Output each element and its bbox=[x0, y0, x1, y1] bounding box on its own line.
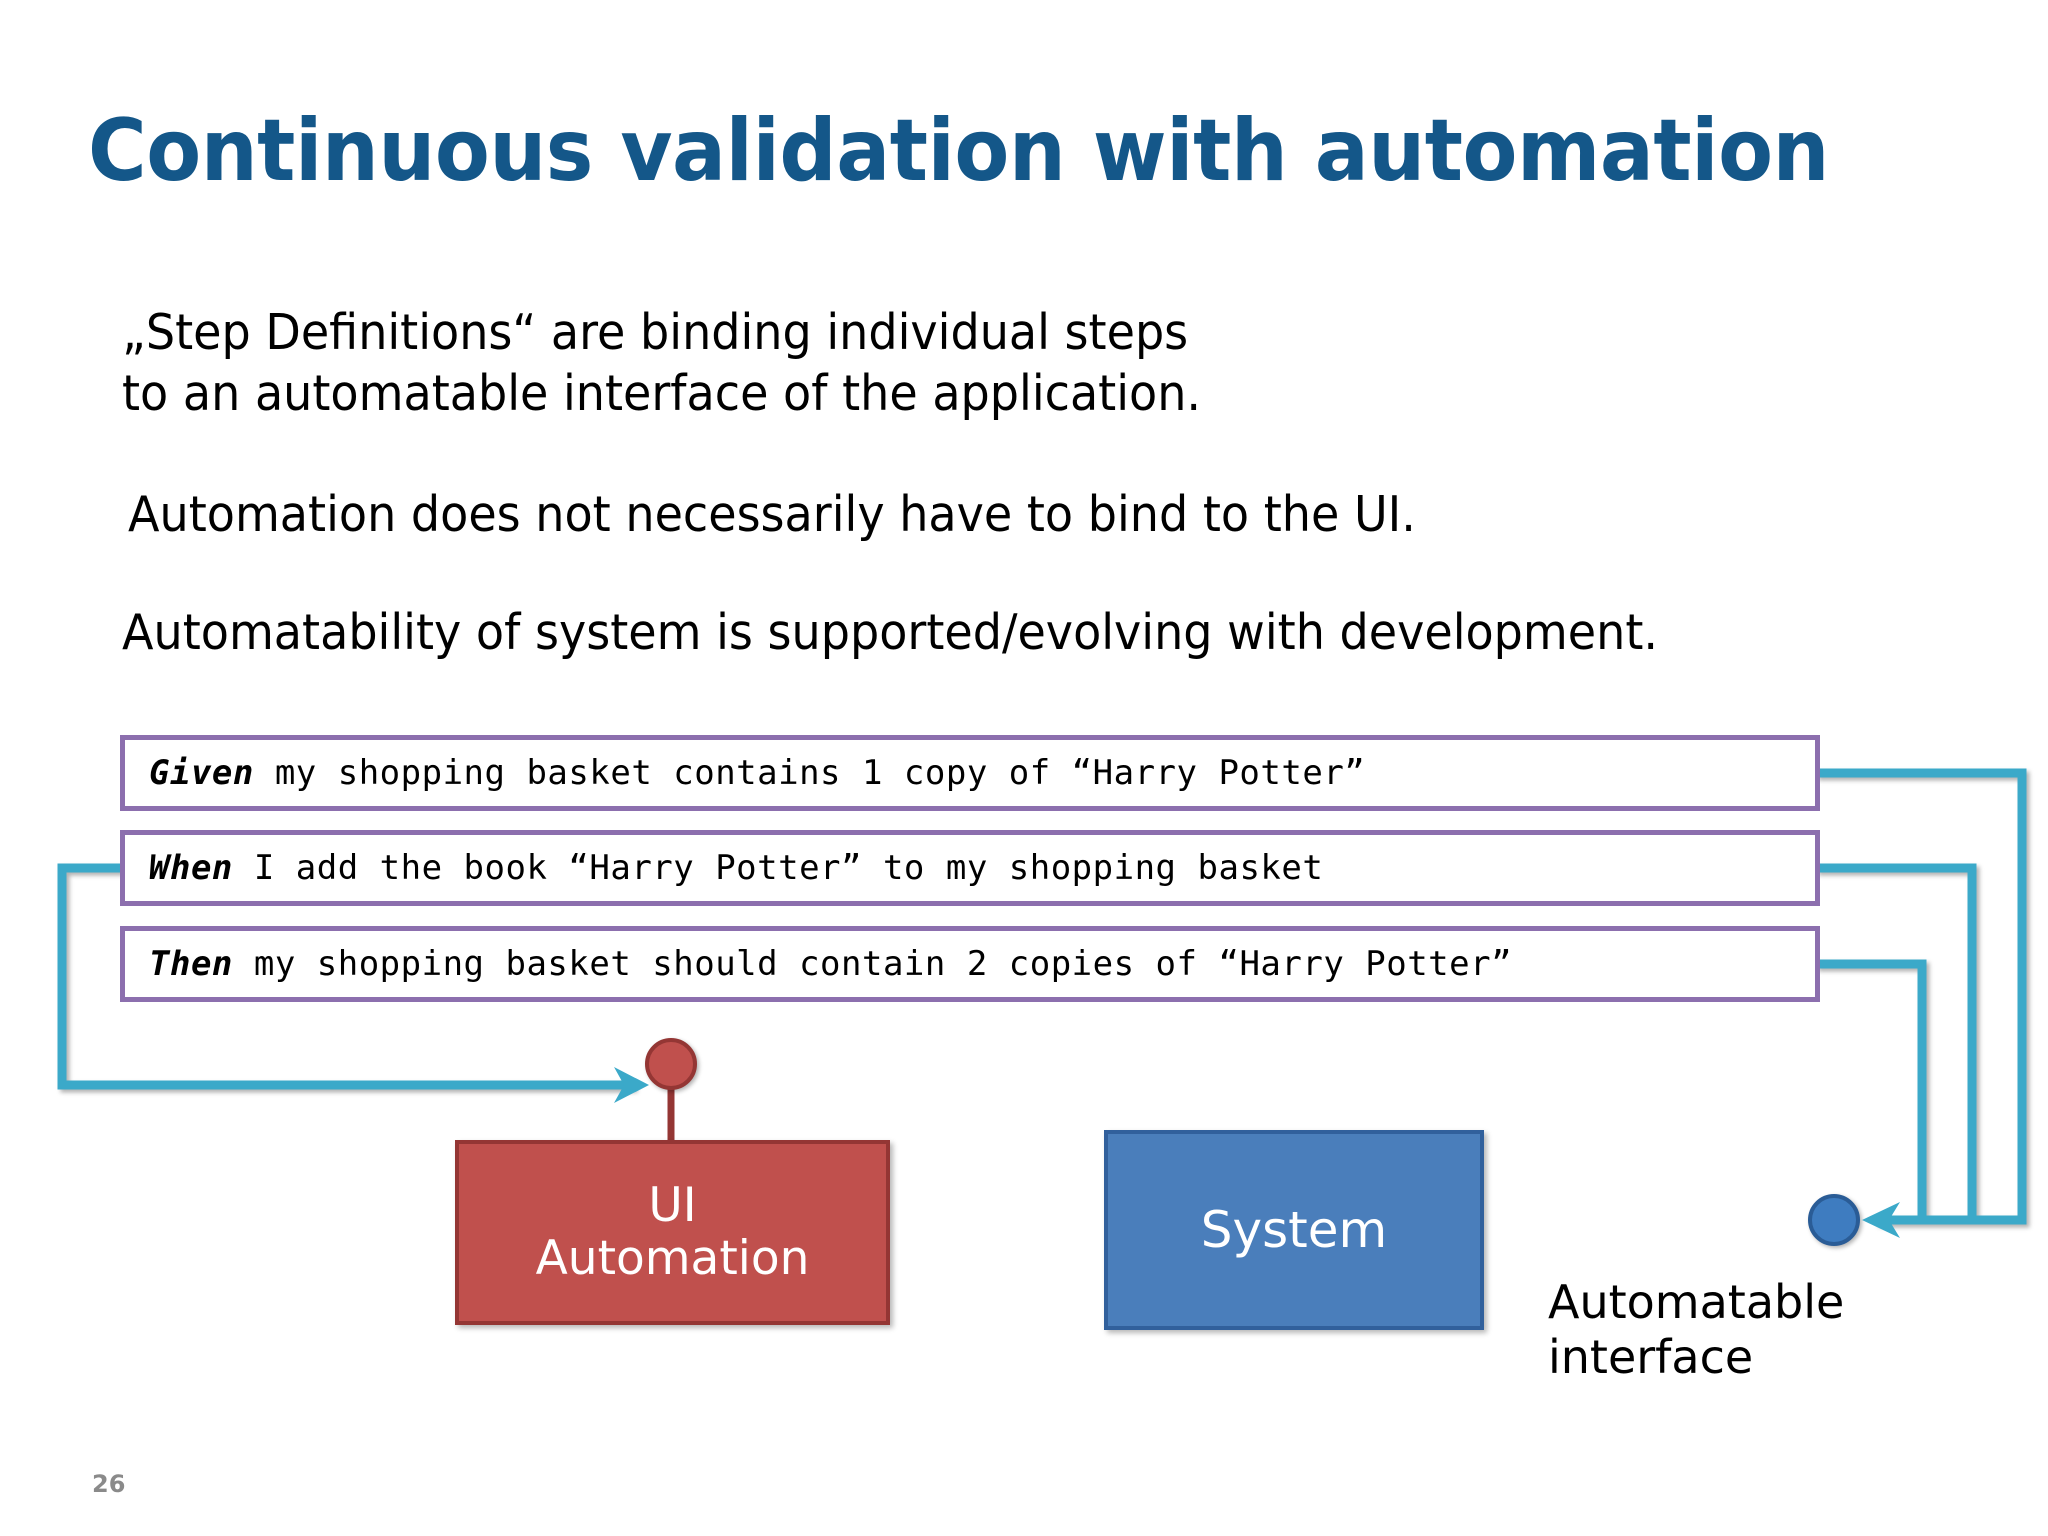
page-title: Continuous validation with automation bbox=[88, 101, 1830, 201]
system-box[interactable]: System bbox=[1104, 1130, 1484, 1330]
gherkin-body-then: my shopping basket should contain 2 copi… bbox=[232, 944, 1513, 984]
gherkin-keyword-when: When bbox=[149, 848, 233, 888]
automatable-interface-node-icon[interactable] bbox=[1808, 1194, 1860, 1246]
ui-automation-box[interactable]: UI Automation bbox=[455, 1140, 890, 1325]
gherkin-keyword-given: Given bbox=[149, 753, 254, 793]
automatable-interface-line1: Automatable bbox=[1548, 1275, 1845, 1329]
gherkin-step-given[interactable]: Given my shopping basket contains 1 copy… bbox=[120, 735, 1820, 811]
gherkin-body-when: I add the book “Harry Potter” to my shop… bbox=[232, 848, 1324, 888]
gherkin-step-then-text: Then my shopping basket should contain 2… bbox=[125, 944, 1512, 984]
gherkin-step-when-text: When I add the book “Harry Potter” to my… bbox=[125, 848, 1323, 888]
gherkin-step-when[interactable]: When I add the book “Harry Potter” to my… bbox=[120, 830, 1820, 906]
body-paragraph-1-line-1: „Step Definitions“ are binding individua… bbox=[122, 304, 1189, 361]
gherkin-keyword-then: Then bbox=[149, 944, 233, 984]
ui-interface-node-icon[interactable] bbox=[645, 1038, 697, 1090]
wire-then-to-api bbox=[1815, 959, 1927, 1225]
gherkin-step-given-text: Given my shopping basket contains 1 copy… bbox=[125, 753, 1365, 793]
system-label: System bbox=[1200, 1201, 1388, 1259]
arrowhead-into-ui-node bbox=[614, 1067, 649, 1103]
wire-when-to-api bbox=[1815, 863, 1977, 1225]
gherkin-body-given: my shopping basket contains 1 copy of “H… bbox=[253, 753, 1366, 793]
body-paragraph-3: Automatability of system is supported/ev… bbox=[122, 604, 1659, 661]
body-paragraph-2: Automation does not necessarily have to … bbox=[128, 486, 1416, 543]
automatable-interface-line2: interface bbox=[1548, 1330, 1754, 1385]
wire-given-to-api bbox=[1815, 768, 2027, 1225]
ui-automation-label-line2: Automation bbox=[535, 1230, 810, 1286]
body-paragraph-1-line-2: to an automatable interface of the appli… bbox=[122, 365, 1202, 423]
page-number: 26 bbox=[92, 1470, 126, 1498]
automatable-interface-label: Automatable interface bbox=[1548, 1275, 1844, 1385]
gherkin-step-then[interactable]: Then my shopping basket should contain 2… bbox=[120, 926, 1820, 1002]
arrowhead-into-api-node bbox=[1862, 1202, 1900, 1238]
body-paragraph-1: „Step Definitions“ are binding individua… bbox=[122, 302, 1201, 425]
ui-automation-label-line1: UI bbox=[648, 1177, 697, 1233]
